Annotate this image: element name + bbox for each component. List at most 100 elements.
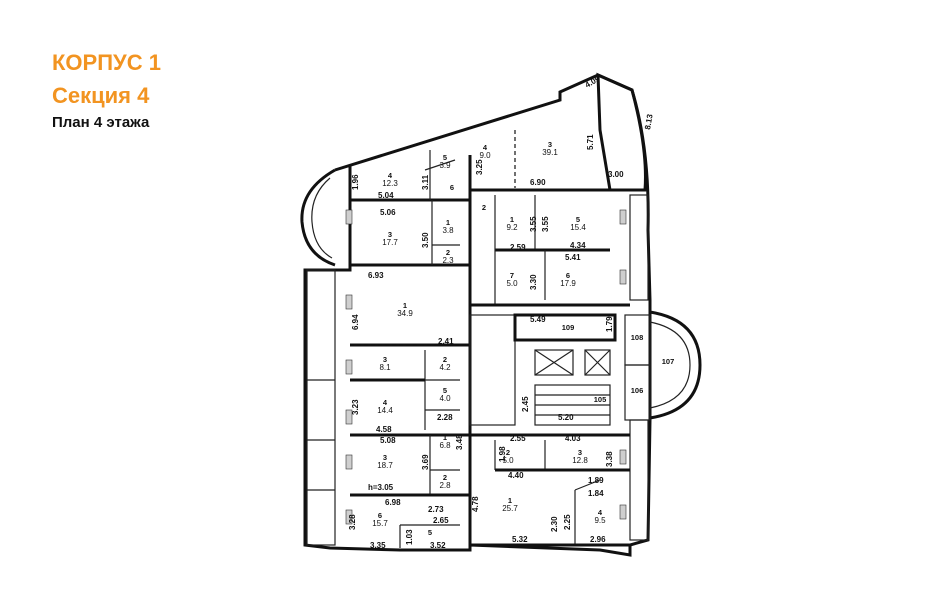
room-number: 2 <box>482 203 486 212</box>
room-number: 1 <box>508 496 512 505</box>
room-number: 3 <box>548 140 552 149</box>
right-bay <box>649 310 702 420</box>
room-number: 105 <box>594 395 607 404</box>
room-area: 3.8 <box>442 226 454 235</box>
dimension: 1.96 <box>351 174 360 190</box>
room-number: 4 <box>388 171 393 180</box>
dimension: 2.30 <box>550 516 559 532</box>
room-area: 17.9 <box>560 279 576 288</box>
elevator-1 <box>534 349 574 376</box>
dimension: 3.38 <box>605 451 614 467</box>
dimension: 2.96 <box>590 535 606 544</box>
room-number: 3 <box>578 448 582 457</box>
dimension: 3.28 <box>348 514 357 530</box>
room-number: 1 <box>446 218 450 227</box>
dimension: 5.04 <box>378 191 394 200</box>
room-area: 4.2 <box>439 363 451 372</box>
room-area: 12.8 <box>572 456 588 465</box>
dimension: 5.71 <box>586 134 595 150</box>
dimension: h=3.05 <box>368 483 394 492</box>
room-area: 15.4 <box>570 223 586 232</box>
building-title: КОРПУС 1 <box>52 50 161 75</box>
dimension: 3.30 <box>529 274 538 290</box>
room-number: 1 <box>443 433 447 442</box>
dimension: 3.48 <box>455 434 464 450</box>
dimension: 4.58 <box>376 425 392 434</box>
dimension: 2.41 <box>438 337 454 346</box>
room-number: 7 <box>510 271 514 280</box>
dimension: 3.55 <box>541 216 550 232</box>
room-area: 9.0 <box>479 151 491 160</box>
room-number: 4 <box>383 398 388 407</box>
dimension: 3.00 <box>608 170 624 179</box>
room-area: 34.9 <box>397 309 413 318</box>
room-number: 6 <box>378 511 382 520</box>
room-area: 3.9 <box>439 161 451 170</box>
room-number: 6 <box>450 183 454 192</box>
dimension: 6.90 <box>530 178 546 187</box>
room-area: 2.3 <box>442 256 454 265</box>
room-area: 15.7 <box>372 519 388 528</box>
dimension: 5.20 <box>558 413 574 422</box>
room-number: 3 <box>383 355 387 364</box>
dimension: 3.35 <box>370 541 386 550</box>
room-number: 2 <box>443 473 447 482</box>
room-number: 109 <box>562 323 575 332</box>
room-area: 17.7 <box>382 238 398 247</box>
dimension: 3.50 <box>421 232 430 248</box>
plan-subtitle: План 4 этажа <box>52 114 150 131</box>
dimension: 3.25 <box>475 159 484 175</box>
room-area: 8.1 <box>379 363 391 372</box>
room-number: 6 <box>566 271 570 280</box>
dimension: 1.89 <box>588 476 604 485</box>
dimension: 5.08 <box>380 436 396 445</box>
dimension: 5.32 <box>512 535 528 544</box>
dimension: 1.98 <box>498 446 507 462</box>
room-area: 12.3 <box>382 179 398 188</box>
room-area: 5.0 <box>502 456 514 465</box>
room-area: 18.7 <box>377 461 393 470</box>
dimension: 6.93 <box>368 271 384 280</box>
room-number: 3 <box>383 453 387 462</box>
room-area: 39.1 <box>542 148 558 157</box>
dimension: 2.59 <box>510 243 526 252</box>
room-number: 108 <box>631 333 644 342</box>
room-area: 2.8 <box>439 481 451 490</box>
room-labels: 4 12.3 5 3.9 6 3 17.7 1 3.8 2 2.3 1 34.9… <box>372 140 674 537</box>
room-number: 4 <box>483 143 488 152</box>
dimension: 3.11 <box>421 174 430 190</box>
dimension: 5.41 <box>565 253 581 262</box>
dimension: 3.55 <box>529 216 538 232</box>
dimension: 4.40 <box>508 471 524 480</box>
room-number: 2 <box>443 355 447 364</box>
dimension: 1.03 <box>405 529 414 545</box>
room-area: 4.0 <box>439 394 451 403</box>
room-number: 2 <box>446 248 450 257</box>
dimension: 2.28 <box>437 413 453 422</box>
room-number: 5 <box>443 386 447 395</box>
dimension: 4.34 <box>570 241 586 250</box>
room-area: 6.8 <box>439 441 451 450</box>
dimension-labels: 1.96 5.04 3.11 5.06 3.50 6.93 6.94 2.41 … <box>348 74 655 550</box>
room-number: 5 <box>443 153 447 162</box>
dimension: 3.52 <box>430 541 446 550</box>
left-bay <box>300 168 336 267</box>
room-number: 107 <box>662 357 675 366</box>
room-number: 4 <box>598 508 603 517</box>
dimension: 5.06 <box>380 208 396 217</box>
dimension: 6.98 <box>385 498 401 507</box>
room-number: 106 <box>631 386 644 395</box>
room-number: 5 <box>428 528 432 537</box>
room-area: 9.5 <box>594 516 606 525</box>
room-area: 9.2 <box>506 223 518 232</box>
room-number: 1 <box>403 301 407 310</box>
room-area: 25.7 <box>502 504 518 513</box>
room-number: 2 <box>506 448 510 457</box>
dimension: 2.55 <box>510 434 526 443</box>
dimension: 4.78 <box>471 496 480 512</box>
room-area: 14.4 <box>377 406 393 415</box>
room-number: 5 <box>576 215 580 224</box>
room-area: 5.0 <box>506 279 518 288</box>
room-number: 3 <box>388 230 392 239</box>
